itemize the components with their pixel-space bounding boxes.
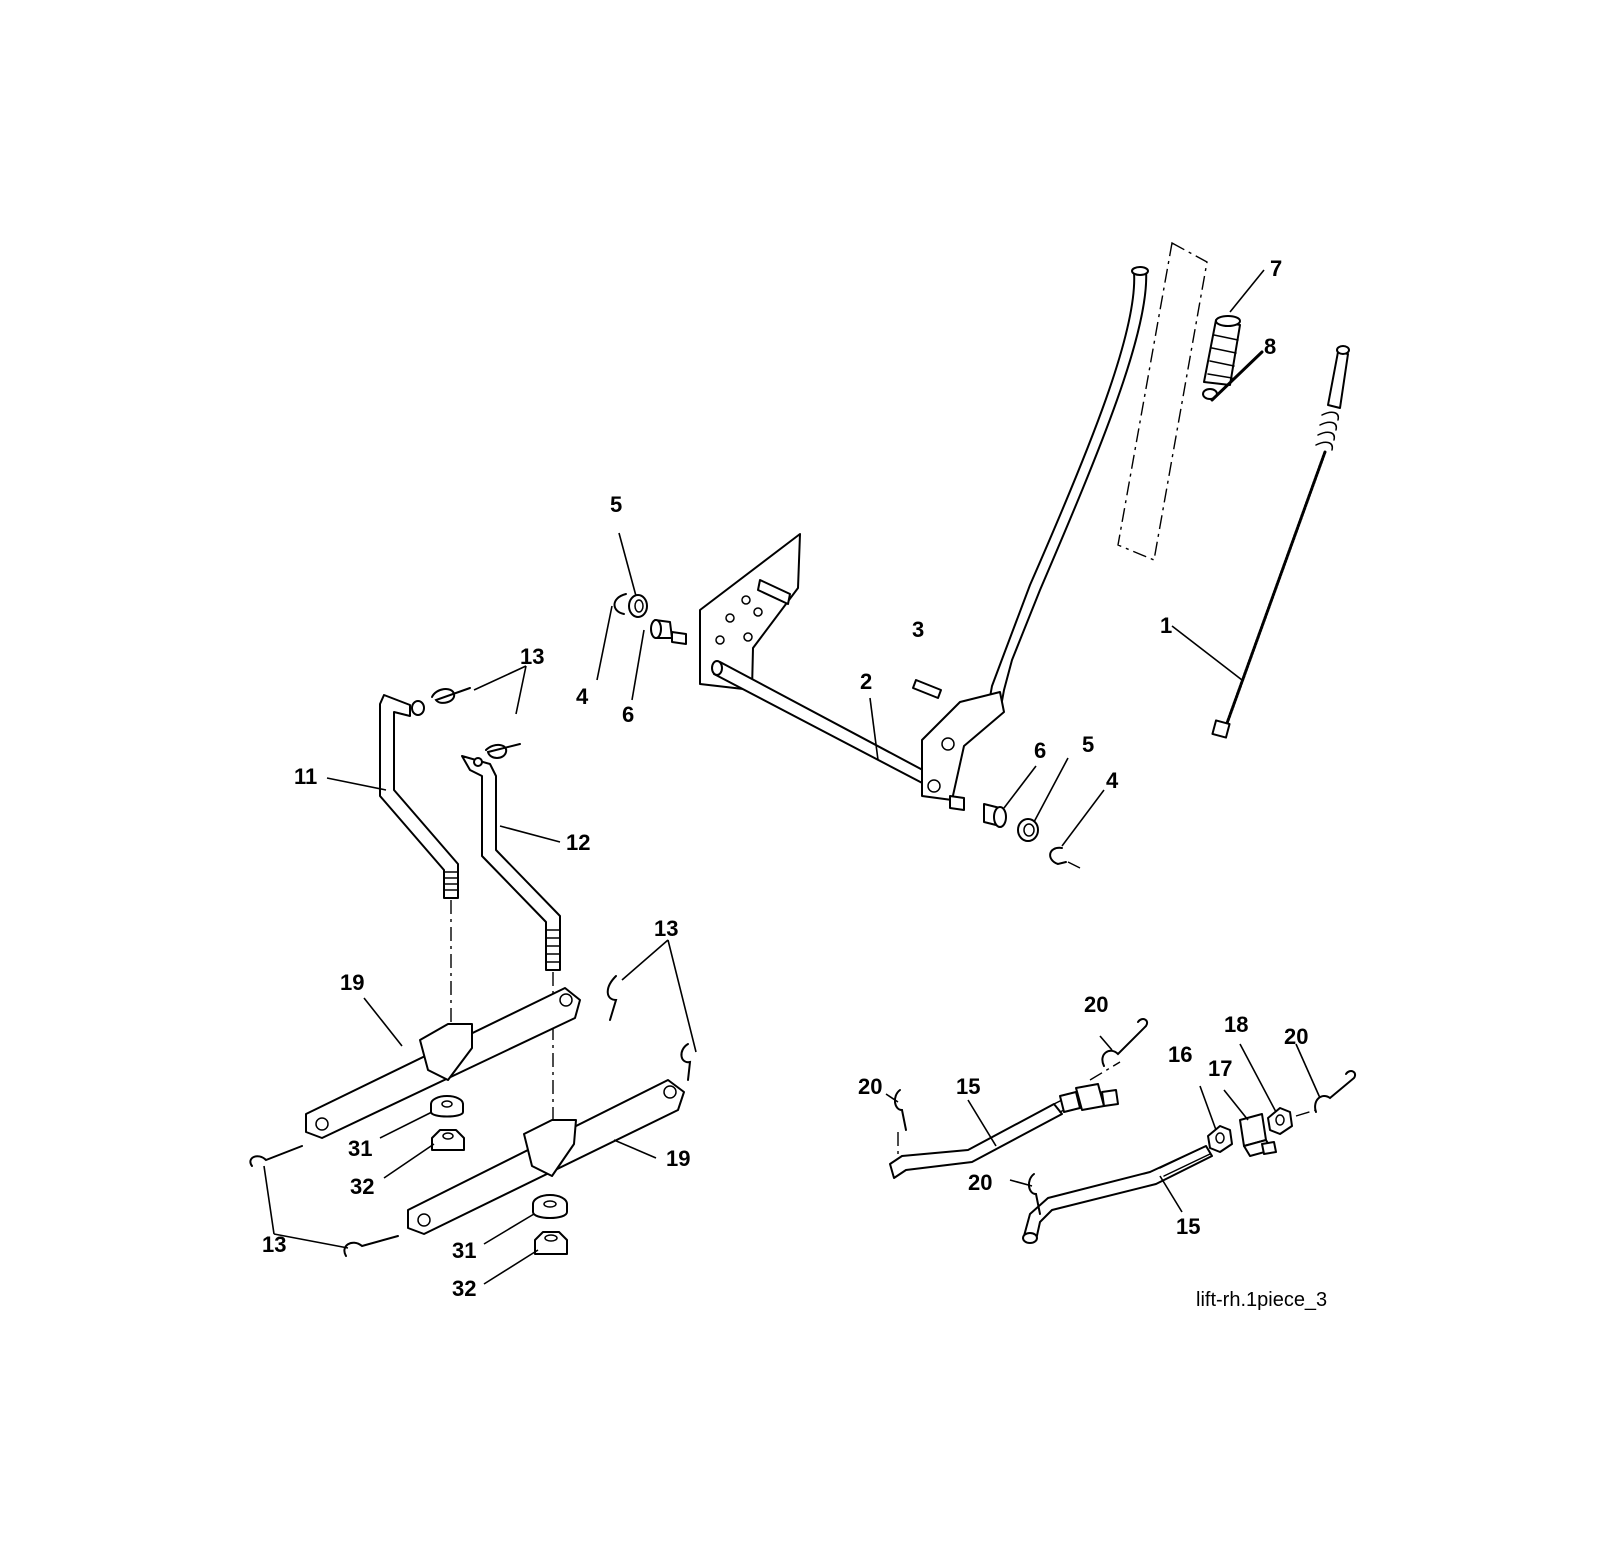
- washer-left: [628, 594, 648, 618]
- clip-left: [613, 593, 627, 615]
- callout-20-left: 20: [858, 1074, 882, 1099]
- control-cable: [1211, 345, 1350, 739]
- callout-8: 8: [1264, 334, 1276, 359]
- hairpin-13-f: [343, 1235, 399, 1257]
- pin: [1210, 350, 1264, 402]
- callout-12: 12: [566, 830, 590, 855]
- lift-handle: [987, 266, 1149, 713]
- roll-pin: [912, 679, 942, 699]
- figure-caption: lift-rh.1piece_3: [1196, 1289, 1327, 1311]
- hairpin-20-d: [1314, 1070, 1356, 1113]
- nut-32-lower: [534, 1231, 568, 1255]
- callout-6-left: 6: [622, 702, 634, 727]
- callout-4-right: 4: [1106, 768, 1119, 793]
- lift-shaft: [711, 660, 935, 787]
- nut-18: [1267, 1107, 1317, 1135]
- callout-3: 3: [912, 617, 924, 642]
- trunnion-block-17: [1239, 1113, 1277, 1157]
- callout-7: 7: [1270, 256, 1282, 281]
- callout-20-right: 20: [1284, 1024, 1308, 1049]
- lift-arm-lower: [407, 1079, 685, 1235]
- bushing-left: [650, 619, 687, 645]
- callout-32-upper: 32: [350, 1174, 374, 1199]
- callout-31-upper: 31: [348, 1136, 372, 1161]
- nut-32-upper: [431, 1129, 465, 1151]
- callout-13-top: 13: [520, 644, 544, 669]
- hairpin-13-e: [249, 1145, 303, 1167]
- lift-arm-upper: [305, 987, 581, 1139]
- callout-1: 1: [1160, 613, 1172, 638]
- hairpin-13-c: [606, 975, 618, 1021]
- callout-19-lower: 19: [666, 1146, 690, 1171]
- adjust-rod-15-lower: [1022, 1145, 1213, 1244]
- callout-labels: 1 2 3 4 4 5 5 6 6 7 8 11 12 13 13 13 15 …: [262, 256, 1308, 1301]
- bushing-right: [983, 803, 1007, 828]
- leader-lines: [263, 269, 1321, 1285]
- nut-16: [1207, 1125, 1233, 1153]
- callout-5-right: 5: [1082, 732, 1094, 757]
- lift-link-11: [379, 694, 459, 899]
- callout-16: 16: [1168, 1042, 1192, 1067]
- hairpin-13-d: [680, 1043, 692, 1081]
- callout-13-right: 13: [654, 916, 678, 941]
- shaft-end-right: [949, 795, 965, 811]
- hairpin-13-a: [431, 687, 471, 704]
- bushing-31-upper: [430, 1095, 464, 1118]
- washer-right: [1017, 818, 1039, 842]
- hairpin-20-b: [894, 1089, 907, 1156]
- bushing-31-lower: [532, 1194, 568, 1219]
- lift-link-12: [461, 755, 561, 971]
- hairpin-20-c: [1028, 1173, 1041, 1215]
- callout-15-lower: 15: [1176, 1214, 1200, 1239]
- adjust-rod-15-upper: [889, 1093, 1081, 1179]
- callout-11: 11: [294, 764, 317, 789]
- callout-18: 18: [1224, 1012, 1248, 1037]
- callout-31-lower: 31: [452, 1238, 476, 1263]
- handle-bracket: [921, 691, 1005, 801]
- hairpin-13-b: [485, 743, 521, 759]
- callout-20-lower: 20: [968, 1170, 992, 1195]
- callout-13-bottom: 13: [262, 1232, 286, 1257]
- mounting-plate: [699, 533, 801, 691]
- callout-6-right: 6: [1034, 738, 1046, 763]
- callout-4-left: 4: [576, 684, 589, 709]
- adjuster-block-assembly: [1059, 1061, 1121, 1113]
- hairpin-20-a: [1101, 1018, 1148, 1067]
- callout-19-upper: 19: [340, 970, 364, 995]
- callout-17: 17: [1208, 1056, 1232, 1081]
- handle-grip: [1202, 315, 1241, 400]
- callout-15-upper: 15: [956, 1074, 980, 1099]
- callout-32-lower: 32: [452, 1276, 476, 1301]
- callout-5-left: 5: [610, 492, 622, 517]
- clip-right: [1049, 846, 1081, 869]
- callout-2: 2: [860, 669, 872, 694]
- handle-phantom-outline: [1117, 241, 1208, 561]
- callout-20-top: 20: [1084, 992, 1108, 1017]
